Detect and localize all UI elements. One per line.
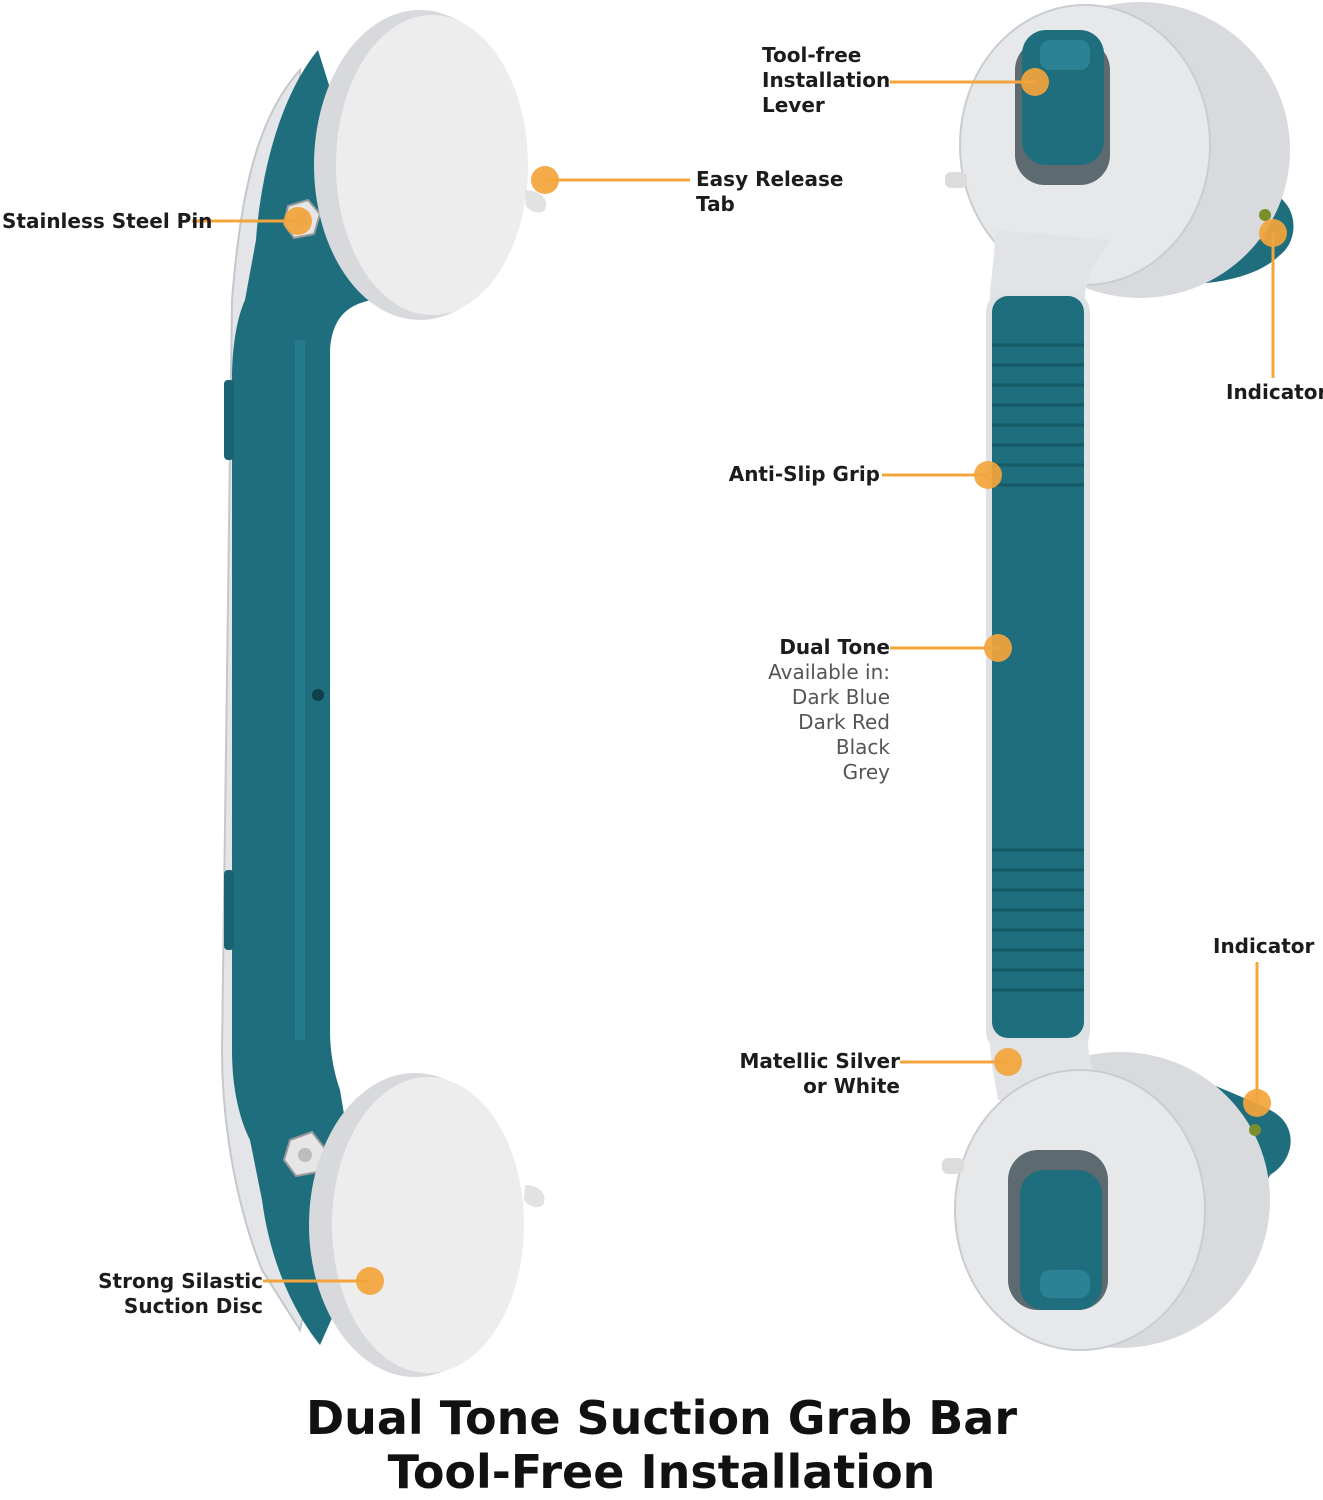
label-easy-release-tab: Easy Release Tab [696, 167, 843, 217]
label-line: Tab [696, 192, 735, 216]
label-installation-lever: Tool-free Installation Lever [762, 43, 890, 118]
marker-suction-disc [356, 1267, 384, 1295]
marker-lever [1021, 68, 1049, 96]
marker-indicator-bottom [1243, 1089, 1271, 1117]
title-line-1: Dual Tone Suction Grab Bar [305, 1391, 1018, 1445]
right-grip-ribs [992, 343, 1084, 992]
label-line: Lever [762, 93, 825, 117]
label-stainless-steel-pin: Stainless Steel Pin [2, 209, 212, 234]
right-top-indicator-light [1259, 209, 1271, 221]
left-top-release-tab [525, 190, 547, 213]
color-option: Dark Red [798, 710, 890, 734]
label-line: Matellic Silver [739, 1049, 901, 1073]
label-dual-tone: Dual Tone Available in: Dark Blue Dark R… [768, 635, 890, 785]
marker-indicator-top [1259, 219, 1287, 247]
label-title: Dual Tone [779, 635, 890, 659]
label-subtitle: Available in: [768, 660, 890, 684]
marker-anti-slip [974, 461, 1002, 489]
left-top-disc [336, 15, 528, 315]
label-line: Strong Silastic [98, 1269, 263, 1293]
right-top-peg [945, 172, 967, 188]
marker-metallic [994, 1048, 1022, 1076]
right-grab-bar [942, 2, 1294, 1351]
marker-dual-tone [984, 634, 1012, 662]
left-grab-bar [220, 10, 547, 1377]
marker-stainless-pin [284, 207, 312, 235]
color-option: Grey [842, 760, 890, 784]
label-line: Easy Release [696, 167, 844, 191]
color-option: Dark Blue [791, 685, 890, 709]
right-bottom-peg [942, 1158, 964, 1174]
left-bar-grip-bumps [224, 380, 324, 950]
callout-markers [284, 68, 1287, 1295]
label-text: Stainless Steel Pin [2, 209, 213, 233]
right-top-neck [990, 230, 1110, 300]
label-line: Suction Disc [123, 1294, 263, 1318]
label-line: or White [803, 1074, 900, 1098]
label-text: Indicator [1226, 380, 1323, 404]
title-line-2: Tool-Free Installation [387, 1445, 936, 1499]
label-text: Indicator [1213, 934, 1315, 958]
label-metallic-silver: Matellic Silver or White [740, 1049, 901, 1099]
label-line: Installation [762, 68, 891, 92]
label-indicator-top: Indicator [1226, 380, 1323, 405]
right-bottom-indicator-light [1249, 1124, 1261, 1136]
left-bottom-pin [282, 1130, 328, 1178]
label-suction-disc: Strong Silastic Suction Disc [98, 1269, 263, 1319]
marker-release-tab [531, 166, 559, 194]
label-line: Tool-free [762, 43, 862, 67]
label-indicator-bottom: Indicator [1213, 934, 1314, 959]
left-bottom-disc [332, 1077, 524, 1373]
label-anti-slip-grip: Anti-Slip Grip [729, 462, 880, 487]
callout-lines [192, 80, 1275, 1283]
color-option: Black [835, 735, 890, 759]
right-grip-teal [992, 296, 1084, 1038]
left-bottom-release-tab [524, 1185, 545, 1208]
label-text: Anti-Slip Grip [728, 462, 880, 486]
